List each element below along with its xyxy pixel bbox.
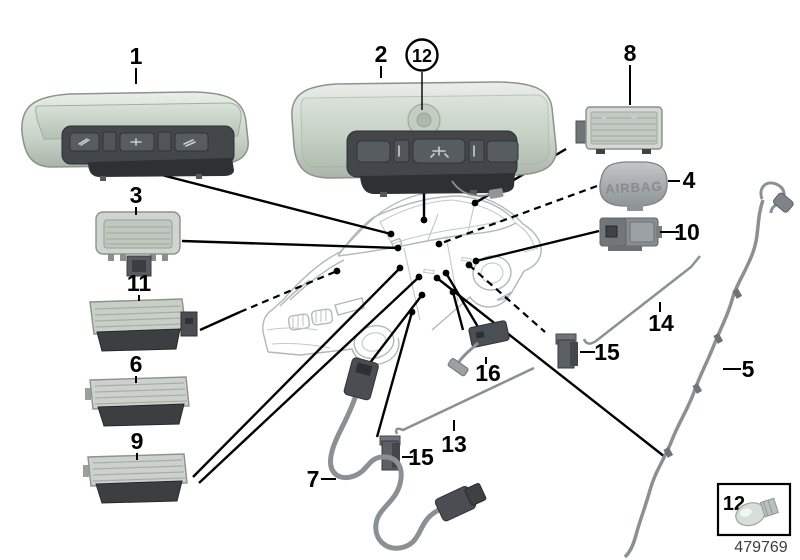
callout-3[interactable]: 3 (130, 182, 143, 208)
button-slot-icon (398, 145, 475, 157)
airbag-emblem-text: AIRBAG (605, 179, 663, 197)
courtesy-lamp-lower (83, 453, 188, 504)
callout-1[interactable]: 1 (130, 43, 143, 69)
bulb-inset-box[interactable]: 12 (716, 482, 792, 537)
callout-7[interactable]: 7 (307, 466, 320, 492)
callout-9[interactable]: 9 (131, 428, 144, 454)
location-dots (333, 199, 480, 316)
console-rear-buttons (356, 138, 519, 164)
callout-14[interactable]: 14 (648, 310, 674, 336)
connector-right (555, 333, 578, 369)
vanity-mirror-lamp (95, 211, 181, 277)
callout-6[interactable]: 6 (130, 351, 143, 377)
callout-15-right[interactable]: 15 (594, 339, 620, 365)
callout-2[interactable]: 2 (375, 41, 388, 67)
console-front-buttons (69, 131, 209, 152)
reading-lamp (575, 106, 663, 154)
callout-12-circled[interactable]: 12 (405, 38, 439, 111)
overhead-console-rear (291, 81, 557, 199)
connector-with-lead (447, 320, 510, 377)
console-pigtail-wire (451, 180, 493, 197)
dome-light-icon (430, 146, 449, 158)
harness-with-connectors (328, 357, 487, 551)
callout-4[interactable]: 4 (683, 167, 696, 193)
leader-lines (149, 147, 666, 484)
callout-13[interactable]: 13 (441, 431, 467, 457)
car-outline-sketch (262, 190, 542, 365)
footwell-lamp-with-connector (89, 298, 198, 352)
control-module (599, 217, 662, 251)
callout-8[interactable]: 8 (624, 40, 637, 66)
airbag-emblem: AIRBAG (599, 161, 668, 211)
dome-light-icon (78, 138, 90, 146)
light-guide-wire (582, 255, 701, 345)
wedge-bulb (735, 497, 779, 527)
callout-12: 12 (412, 46, 432, 66)
callout-11[interactable]: 11 (127, 270, 152, 296)
dome-light-icon (183, 139, 196, 147)
diagram-number: 479769 (734, 539, 787, 556)
callout-16[interactable]: 16 (475, 360, 501, 386)
dome-light-icon (130, 138, 142, 146)
callout-labels: 1 2 12 8 4 10 3 11 6 9 14 5 15 16 13 15 (127, 38, 755, 492)
wiring-harness-long (623, 181, 794, 559)
overhead-console-front (21, 91, 249, 181)
courtesy-lamp-upper (85, 376, 190, 427)
light-guide-wire-lower (395, 366, 535, 435)
callout-5[interactable]: 5 (742, 356, 755, 382)
